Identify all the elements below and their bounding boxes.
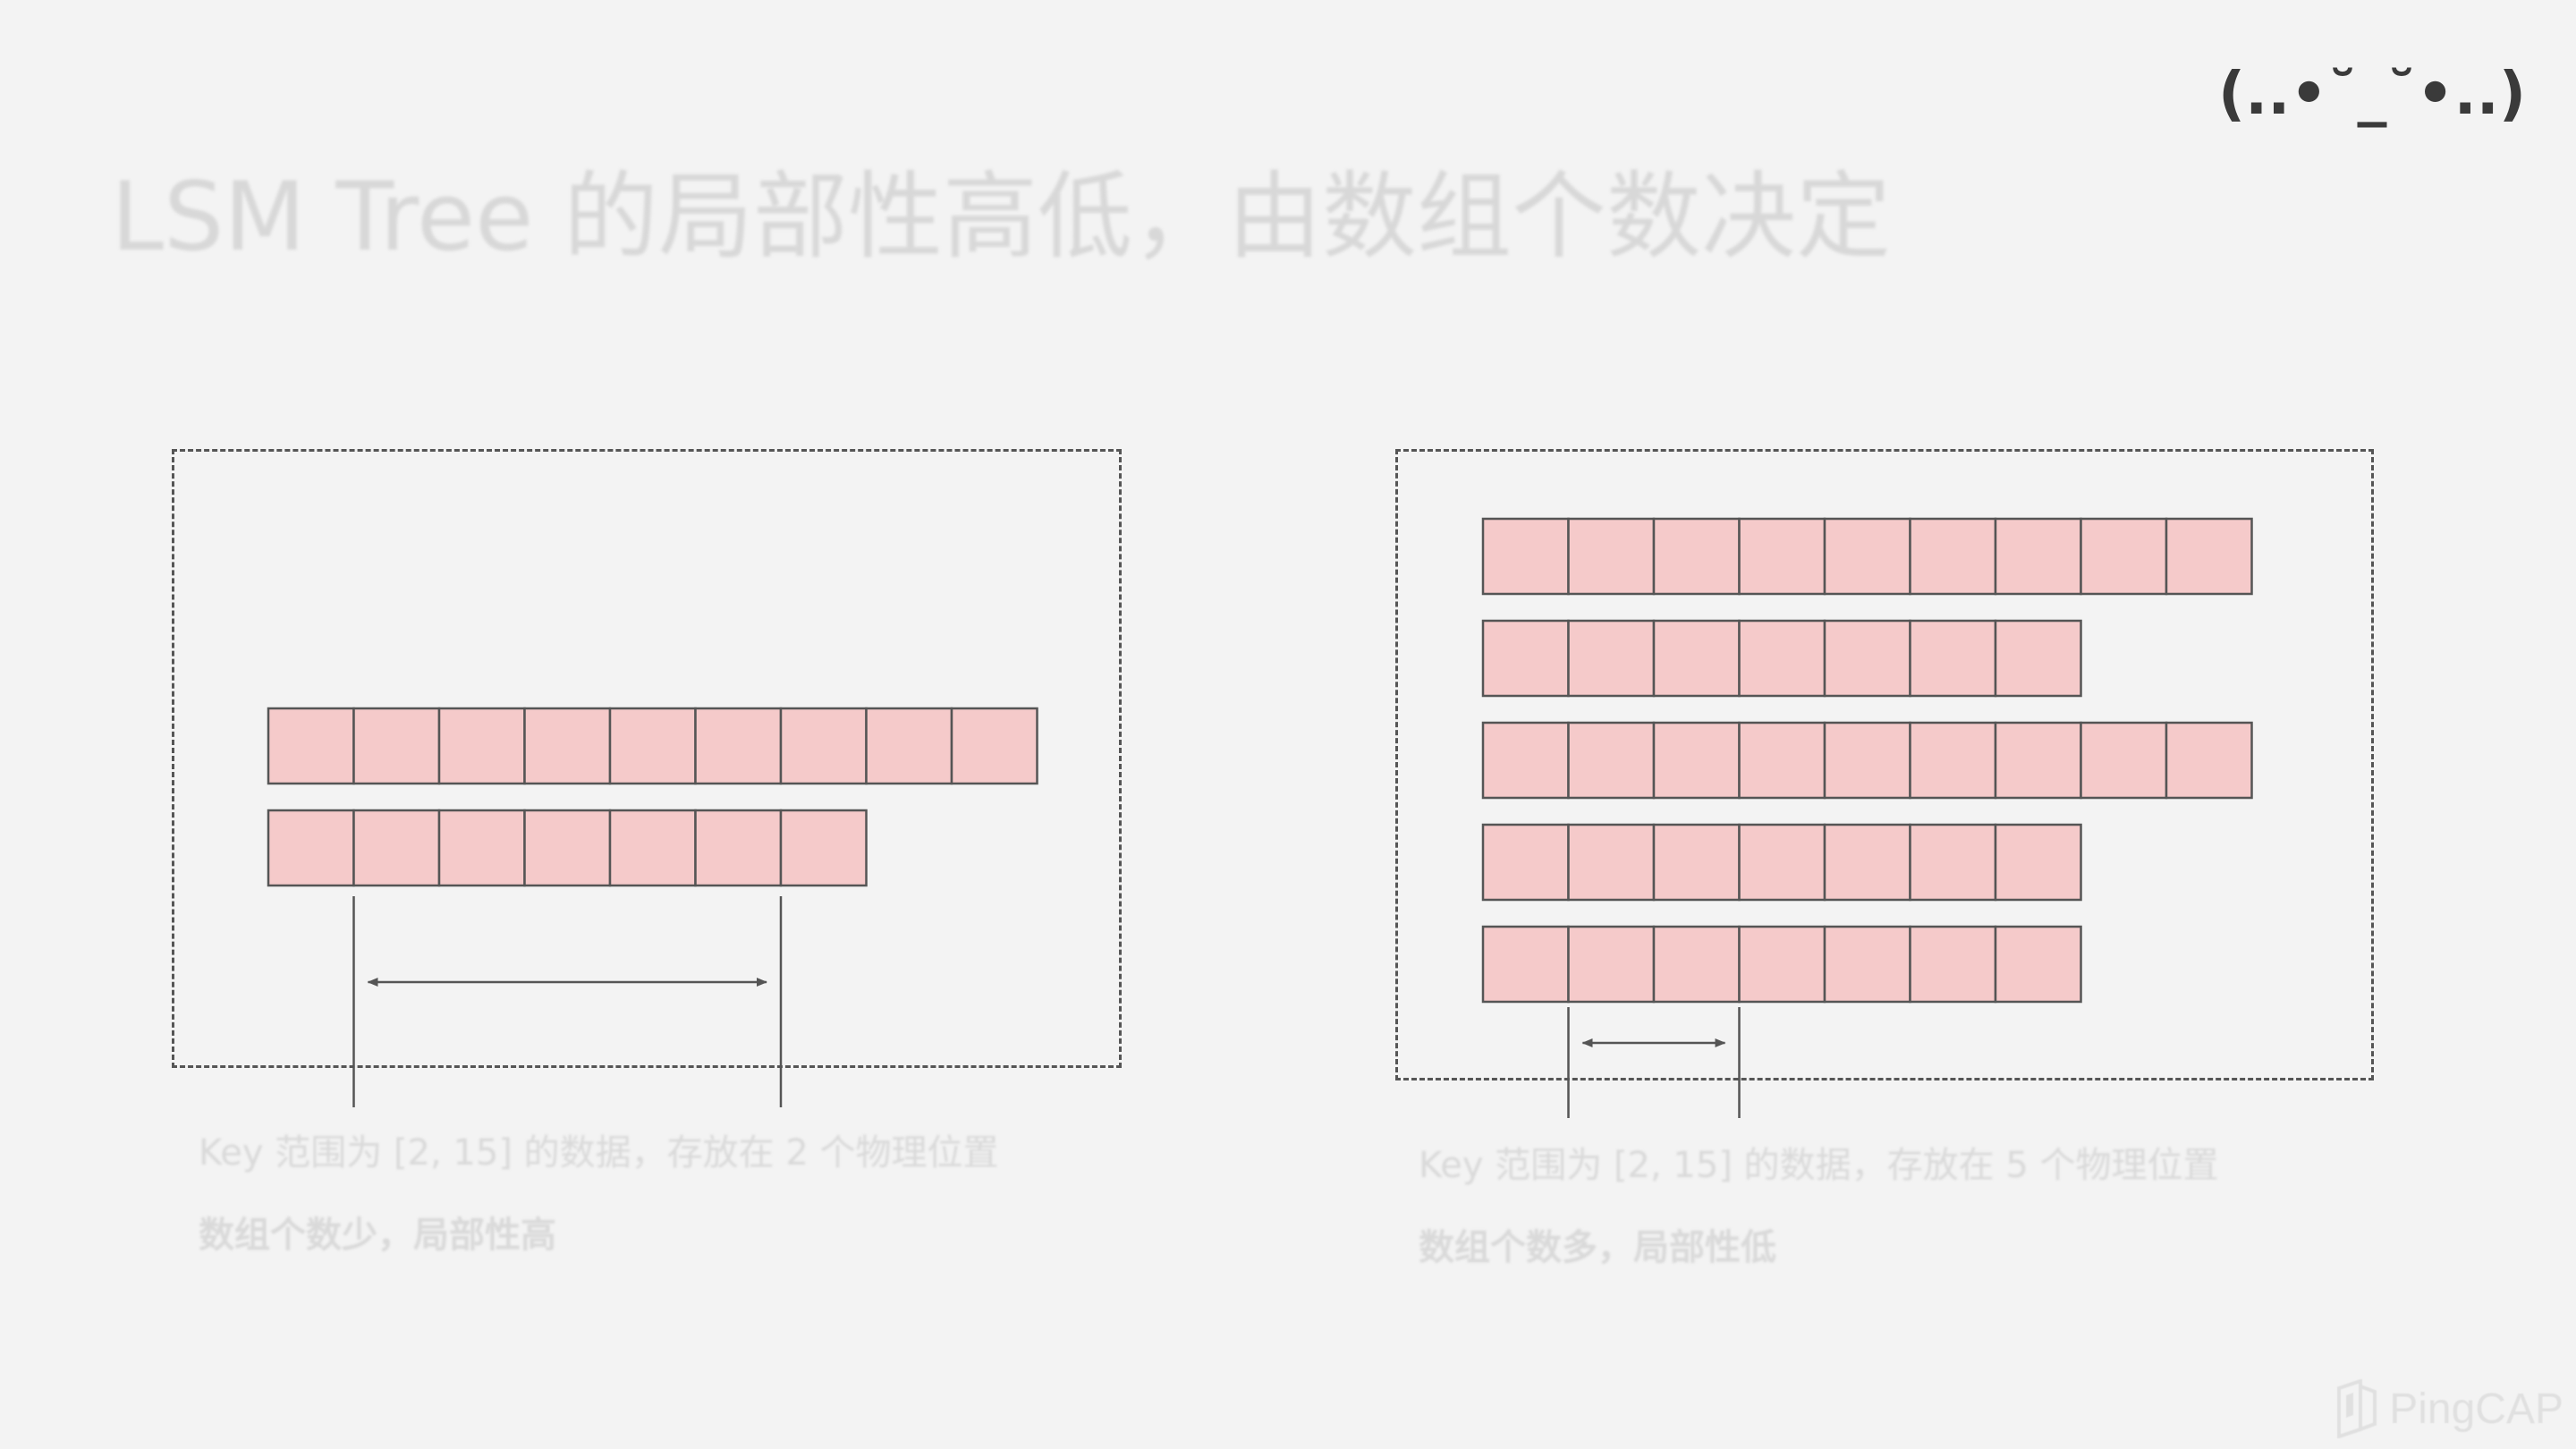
right-row-4-cell-3 [1652, 823, 1741, 902]
right-row-2-cell-4 [1738, 619, 1826, 698]
left-conclusion: 数组个数少，局部性高 [199, 1215, 556, 1256]
right-row-5-cell-3 [1652, 925, 1741, 1004]
right-row-3-cell-4 [1738, 721, 1826, 800]
right-row-2-cell-6 [1909, 619, 1997, 698]
pingcap-logo-icon [2334, 1379, 2380, 1438]
right-row-3-cell-2 [1567, 721, 1656, 800]
left-row-2-cell-7 [779, 809, 868, 887]
left-row-1-cell-7 [779, 707, 868, 785]
right-row-3-cell-9 [2165, 721, 2253, 800]
left-row-1-cell-1 [267, 707, 355, 785]
right-row-1-cell-6 [1909, 517, 1997, 596]
left-row-2-cell-5 [608, 809, 697, 887]
left-row-1-cell-6 [694, 707, 783, 785]
right-row-3-cell-7 [1994, 721, 2082, 800]
right-caption: Key 范围为 [2, 15] 的数据，存放在 5 个物理位置 [1419, 1145, 2219, 1186]
emoticon: (..•˘_˘•..) [2218, 59, 2526, 128]
right-row-3-cell-3 [1652, 721, 1741, 800]
slide-title: LSM Tree 的局部性高低，由数组个数决定 [111, 162, 1892, 272]
left-row-2-cell-4 [523, 809, 612, 887]
left-panel [172, 449, 1122, 1068]
left-row-1-cell-8 [865, 707, 953, 785]
right-row-2-cell-3 [1652, 619, 1741, 698]
right-row-5-cell-7 [1994, 925, 2082, 1004]
right-row-5-cell-6 [1909, 925, 1997, 1004]
brand: PingCAP [2334, 1379, 2563, 1438]
left-caption: Key 范围为 [2, 15] 的数据，存放在 2 个物理位置 [199, 1132, 999, 1174]
left-row-1-cell-4 [523, 707, 612, 785]
right-row-1-cell-7 [1994, 517, 2082, 596]
right-panel [1395, 449, 2374, 1080]
right-row-2-cell-2 [1567, 619, 1656, 698]
right-row-3-cell-5 [1823, 721, 1911, 800]
right-row-2-cell-5 [1823, 619, 1911, 698]
right-row-5-cell-4 [1738, 925, 1826, 1004]
right-row-5-cell-1 [1481, 925, 1570, 1004]
left-row-2-cell-6 [694, 809, 783, 887]
right-row-2-cell-1 [1481, 619, 1570, 698]
left-row-2-cell-3 [437, 809, 526, 887]
left-row-1-cell-9 [950, 707, 1038, 785]
right-conclusion: 数组个数多，局部性低 [1419, 1227, 1776, 1268]
left-row-1-cell-2 [352, 707, 441, 785]
brand-name: PingCAP [2389, 1385, 2563, 1433]
left-row-2-cell-1 [267, 809, 355, 887]
right-row-3-cell-8 [2080, 721, 2168, 800]
right-row-4-cell-5 [1823, 823, 1911, 902]
left-row-2-cell-2 [352, 809, 441, 887]
right-row-2-cell-7 [1994, 619, 2082, 698]
right-row-1-cell-9 [2165, 517, 2253, 596]
left-row-1-cell-3 [437, 707, 526, 785]
left-row-1-cell-5 [608, 707, 697, 785]
right-row-4-cell-7 [1994, 823, 2082, 902]
right-row-5-cell-5 [1823, 925, 1911, 1004]
right-row-1-cell-1 [1481, 517, 1570, 596]
right-row-4-cell-1 [1481, 823, 1570, 902]
